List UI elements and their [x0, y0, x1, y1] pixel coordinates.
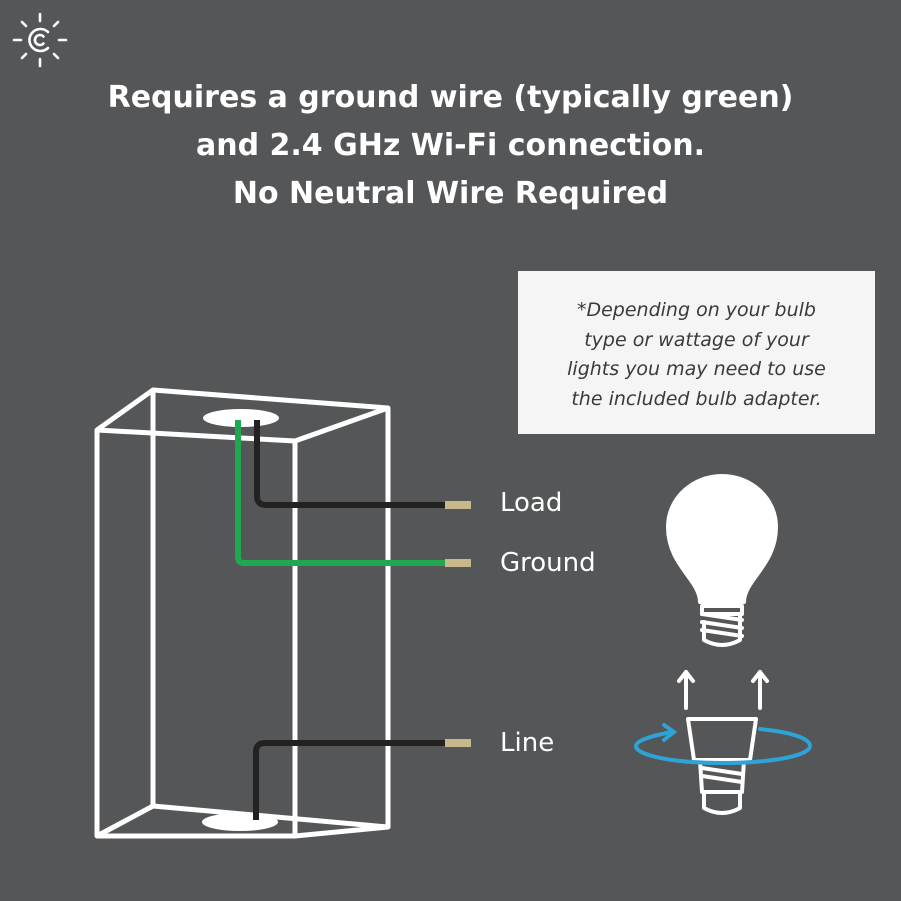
- headline: Requires a ground wire (typically green)…: [0, 74, 901, 218]
- brand-logo-icon: [12, 12, 68, 68]
- line-label: Line: [500, 728, 555, 758]
- headline-line-3: No Neutral Wire Required: [232, 176, 669, 211]
- box-bottom-hole: [202, 813, 278, 831]
- electrical-box: [94, 387, 391, 839]
- load-wire: [254, 420, 445, 508]
- ground-label: Ground: [500, 548, 596, 578]
- rotate-arrow-icon: [633, 723, 813, 766]
- bulb-adapter-note: *Depending on your bulb type or wattage …: [518, 271, 875, 434]
- ground-wire: [235, 420, 445, 566]
- up-arrow-icon: [677, 670, 769, 710]
- line-wire: [253, 740, 445, 820]
- line-wire-tip: [445, 739, 471, 747]
- bulb-adapter-icon: [686, 717, 758, 815]
- headline-line-2: and 2.4 GHz Wi-Fi connection.: [195, 128, 706, 163]
- note-line-1: *Depending on your bulb: [576, 299, 816, 321]
- note-line-3: lights you may need to use: [567, 358, 826, 380]
- load-wire-tip: [445, 501, 471, 509]
- load-label: Load: [500, 488, 563, 518]
- ground-wire-tip: [445, 559, 471, 567]
- note-line-4: the included bulb adapter.: [571, 387, 822, 410]
- note-line-2: type or wattage of your: [584, 328, 809, 351]
- headline-line-1: Requires a ground wire (typically green): [107, 80, 794, 115]
- light-bulb-icon: [666, 474, 778, 647]
